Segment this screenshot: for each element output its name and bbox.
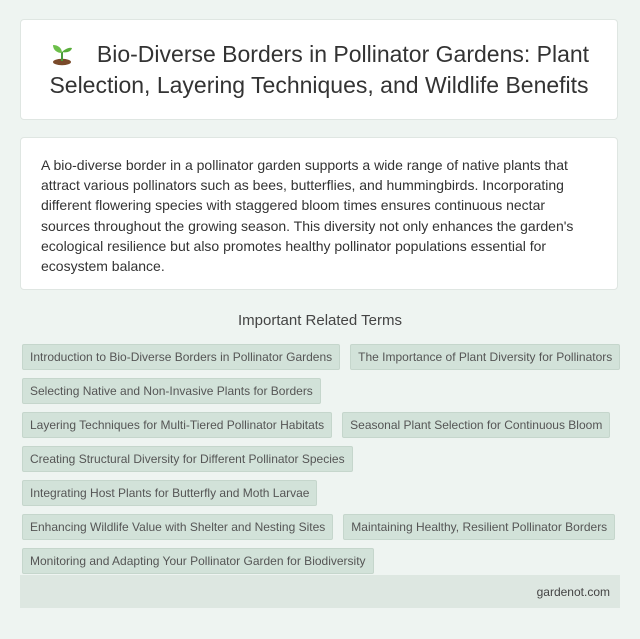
related-term-tag[interactable]: Layering Techniques for Multi-Tiered Pol… [22,412,333,438]
title-card: Bio-Diverse Borders in Pollinator Garden… [20,19,618,120]
footer: gardenot.com [20,575,620,608]
related-term-tag[interactable]: Creating Structural Diversity for Differ… [22,446,353,472]
title-text: Bio-Diverse Borders in Pollinator Garden… [49,40,590,98]
related-terms-heading: Important Related Terms [238,312,402,329]
related-term-tag[interactable]: Selecting Native and Non-Invasive Plants… [22,378,321,404]
related-term-tag[interactable]: Monitoring and Adapting Your Pollinator … [22,548,374,574]
seedling-icon [52,44,72,65]
page-title: Bio-Diverse Borders in Pollinator Garden… [21,39,617,101]
description-text: A bio-diverse border in a pollinator gar… [41,157,574,275]
description-card: A bio-diverse border in a pollinator gar… [20,137,618,290]
related-term-tag[interactable]: Seasonal Plant Selection for Continuous … [342,412,611,438]
site-link[interactable]: gardenot.com [536,584,610,599]
related-term-tag[interactable]: The Importance of Plant Diversity for Po… [350,344,621,370]
related-term-tag[interactable]: Maintaining Healthy, Resilient Pollinato… [343,514,616,540]
related-term-tag[interactable]: Enhancing Wildlife Value with Shelter an… [22,514,334,540]
related-terms-list: Introduction to Bio-Diverse Borders in P… [22,344,622,574]
related-term-tag[interactable]: Introduction to Bio-Diverse Borders in P… [22,344,341,370]
related-term-tag[interactable]: Integrating Host Plants for Butterfly an… [22,480,318,506]
